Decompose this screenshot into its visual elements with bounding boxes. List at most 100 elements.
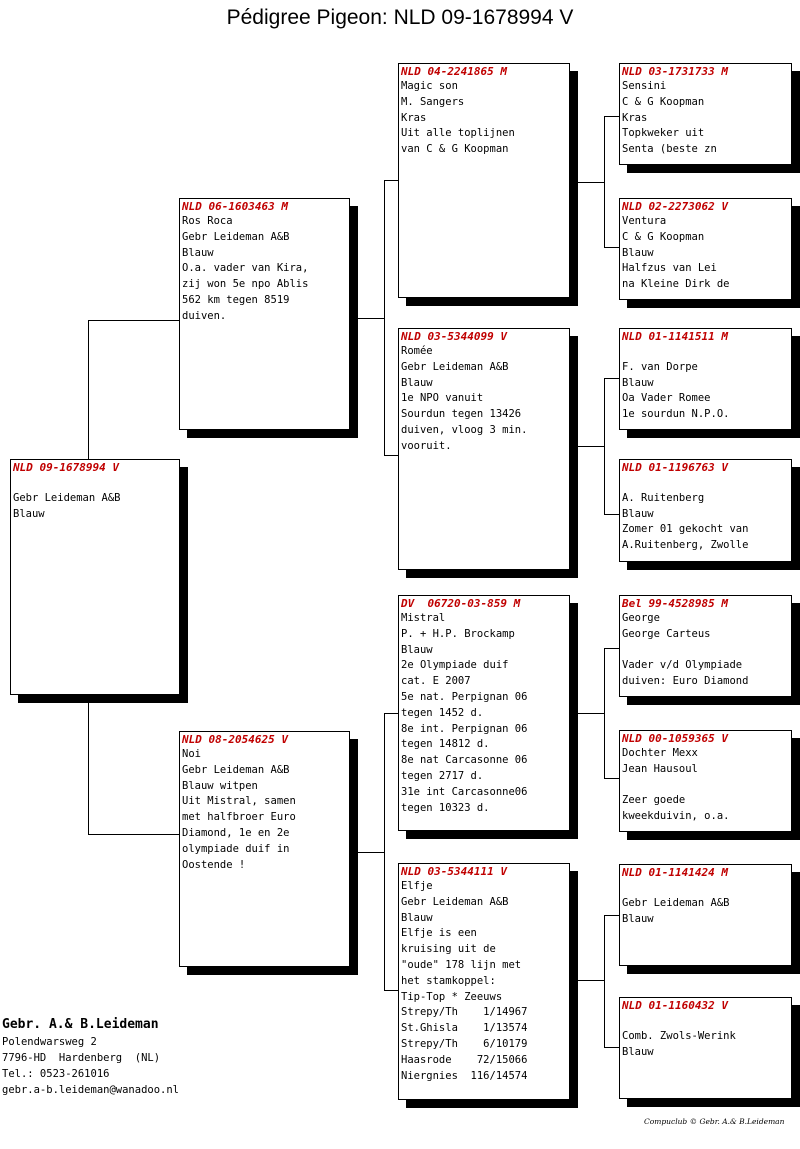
pigeon-card-great-grandparent[interactable]: NLD 01-1160432 V Comb. Zwols-Werink Blau… xyxy=(619,997,792,1099)
card-line: Blauw xyxy=(622,376,654,389)
connector-line xyxy=(384,180,385,455)
card-line: Gebr Leideman A&B xyxy=(401,895,509,908)
pigeon-card-great-grandparent[interactable]: Bel 99-4528985 M George George Carteus V… xyxy=(619,595,792,697)
card-line: Magic son xyxy=(401,80,458,92)
card-line: duiven. xyxy=(182,309,227,322)
ring-number: NLD 08-2054625 V xyxy=(182,733,288,746)
card-line: Haasrode 72/15066 xyxy=(401,1053,528,1066)
card-line: Zeer goede xyxy=(622,794,686,807)
card-line: Strepy/Th 6/10179 xyxy=(401,1037,528,1050)
connector-line xyxy=(357,318,384,319)
card-line: Blauw xyxy=(622,507,654,520)
card-line: Sensini xyxy=(622,80,667,92)
card-line: Comb. Zwols-Werink xyxy=(622,1029,736,1042)
pigeon-card-great-grandparent[interactable]: NLD 01-1196763 V A. Ruitenberg Blauw Zom… xyxy=(619,459,792,562)
card-line: P. + H.P. Brockamp xyxy=(401,627,515,640)
card-line: O.a. vader van Kira, xyxy=(182,262,309,275)
card-line: Gebr Leideman A&B xyxy=(13,491,121,504)
connector-line xyxy=(604,378,620,379)
connector-line xyxy=(577,980,604,981)
pigeon-card-great-grandparent[interactable]: NLD 01-1141511 M F. van Dorpe Blauw Oa V… xyxy=(619,328,792,430)
card-line: 1e NPO vanuit xyxy=(401,392,484,405)
owner-email[interactable]: gebr.a-b.leideman@wanadoo.nl xyxy=(2,1084,180,1096)
connector-line xyxy=(88,702,89,834)
card-line: 5e nat. Perpignan 06 xyxy=(401,690,528,703)
card-line: Mistral xyxy=(401,612,446,624)
card-line: tegen 1452 d. xyxy=(401,706,484,719)
connector-line xyxy=(577,713,604,714)
card-line: Blauw xyxy=(622,912,654,925)
card-line xyxy=(620,475,791,491)
connector-line xyxy=(88,320,180,321)
card-line: 2e Olympiade duif xyxy=(401,659,509,672)
card-line: Gebr Leideman A&B xyxy=(622,896,730,909)
pigeon-card-great-grandparent[interactable]: NLD 00-1059365 V Dochter Mexx Jean Hauso… xyxy=(619,730,792,832)
connector-line xyxy=(88,834,180,835)
pigeon-card-dam-dam[interactable]: NLD 03-5344111 V Elfje Gebr Leideman A&B… xyxy=(398,863,570,1100)
connector-line xyxy=(384,990,400,991)
card-line: Blauw witpen xyxy=(182,779,258,792)
card-line: Vader v/d Olympiade xyxy=(622,659,743,672)
pigeon-card-subject[interactable]: NLD 09-1678994 V Gebr Leideman A&B Blauw xyxy=(10,459,180,695)
ring-number: NLD 01-1141511 M xyxy=(622,330,728,343)
card-line: "oude" 178 lijn met xyxy=(401,958,522,971)
connector-line xyxy=(604,915,605,1047)
card-line: Uit Mistral, samen xyxy=(182,795,296,808)
ring-number: Bel 99-4528985 M xyxy=(622,597,728,610)
ring-number: NLD 03-5344111 V xyxy=(401,865,507,878)
card-line: Zomer 01 gekocht van xyxy=(622,523,749,536)
connector-line xyxy=(577,446,604,447)
card-line: Kras xyxy=(622,111,648,124)
connector-line xyxy=(604,1047,620,1048)
card-line: 1e sourdun N.P.O. xyxy=(622,408,730,421)
card-line: cat. E 2007 xyxy=(401,675,471,688)
connector-line xyxy=(384,180,400,181)
card-line: St.Ghisla 1/13574 xyxy=(401,1022,528,1035)
card-line: Halfzus van Lei xyxy=(622,262,717,275)
pigeon-card-dam[interactable]: NLD 08-2054625 V Noi Gebr Leideman A&B B… xyxy=(179,731,350,967)
owner-city: 7796-HD Hardenberg (NL) xyxy=(2,1052,161,1064)
pigeon-card-great-grandparent[interactable]: NLD 03-1731733 M Sensini C & G Koopman K… xyxy=(619,63,792,165)
pigeon-card-sire-dam[interactable]: NLD 03-5344099 V Romée Gebr Leideman A&B… xyxy=(398,328,570,570)
card-line: Dochter Mexx xyxy=(622,747,698,759)
card-line: Niergnies 116/14574 xyxy=(401,1069,528,1082)
ring-number: NLD 01-1141424 M xyxy=(622,866,728,879)
card-line: 31e int Carcasonne06 xyxy=(401,785,528,798)
card-line: A. Ruitenberg xyxy=(622,491,705,504)
card-line: Ventura xyxy=(622,215,667,227)
card-line xyxy=(11,475,179,491)
pigeon-card-great-grandparent[interactable]: NLD 02-2273062 V Ventura C & G Koopman B… xyxy=(619,198,792,300)
connector-line xyxy=(357,852,384,853)
card-line: A.Ruitenberg, Zwolle xyxy=(622,539,749,552)
card-line: Tip-Top * Zeeuws xyxy=(401,990,503,1003)
card-line: 562 km tegen 8519 xyxy=(182,293,290,306)
card-line: Blauw xyxy=(622,1045,654,1058)
connector-line xyxy=(604,378,605,514)
card-line: Oa Vader Romee xyxy=(622,392,711,405)
card-line: 8e int. Perpignan 06 xyxy=(401,722,528,735)
card-line: C & G Koopman xyxy=(622,95,705,108)
ring-number: NLD 02-2273062 V xyxy=(622,200,728,213)
card-line: F. van Dorpe xyxy=(622,360,698,373)
card-line: het stamkoppel: xyxy=(401,974,496,987)
card-line xyxy=(620,344,791,360)
connector-line xyxy=(577,182,604,183)
connector-line xyxy=(604,778,620,779)
ring-number: NLD 04-2241865 M xyxy=(401,65,507,78)
card-line: kweekduivin, o.a. xyxy=(622,810,730,823)
ring-number: NLD 01-1160432 V xyxy=(622,999,728,1012)
pigeon-card-sire-sire[interactable]: NLD 04-2241865 M Magic son M. Sangers Kr… xyxy=(398,63,570,298)
pigeon-card-dam-sire[interactable]: DV 06720-03-859 M Mistral P. + H.P. Broc… xyxy=(398,595,570,831)
card-line: Blauw xyxy=(401,376,433,389)
card-line: met halfbroer Euro xyxy=(182,811,296,824)
card-line: na Kleine Dirk de xyxy=(622,278,730,291)
card-line: 8e nat Carcasonne 06 xyxy=(401,754,528,767)
pigeon-card-sire[interactable]: NLD 06-1603463 M Ros Roca Gebr Leideman … xyxy=(179,198,350,430)
card-line: Noi xyxy=(182,748,201,760)
connector-line xyxy=(604,247,620,248)
page-title: Pédigree Pigeon: NLD 09-1678994 V xyxy=(226,6,574,29)
card-line: Uit alle toplijnen xyxy=(401,127,515,140)
pigeon-card-great-grandparent[interactable]: NLD 01-1141424 M Gebr Leideman A&B Blauw xyxy=(619,864,792,966)
card-line: tegen 14812 d. xyxy=(401,738,490,751)
owner-phone: Tel.: 0523-261016 xyxy=(2,1068,110,1080)
